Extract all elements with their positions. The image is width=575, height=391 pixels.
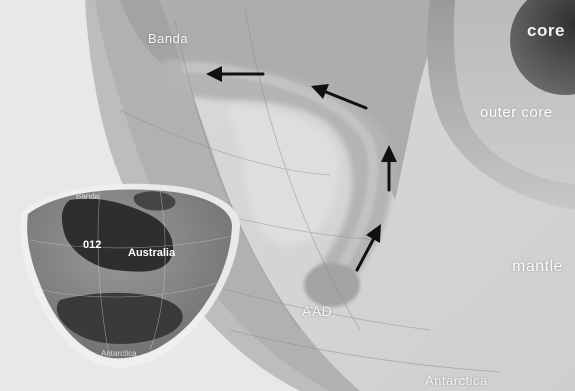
inset-label-australia: Australia: [128, 247, 175, 259]
aad-blob: [304, 263, 360, 307]
inset-label-antarctica: Antarctica: [101, 349, 137, 358]
label-aad: AAD: [302, 303, 332, 319]
label-mantle: mantle: [512, 258, 563, 276]
inset-label-banda: Banda: [76, 192, 99, 201]
label-core: core: [527, 21, 565, 41]
label-antarctica: Antarctica: [425, 373, 488, 388]
label-outer-core: outer core: [480, 104, 553, 121]
inset-label-code: 012: [83, 239, 101, 251]
label-banda: Banda: [148, 31, 188, 46]
